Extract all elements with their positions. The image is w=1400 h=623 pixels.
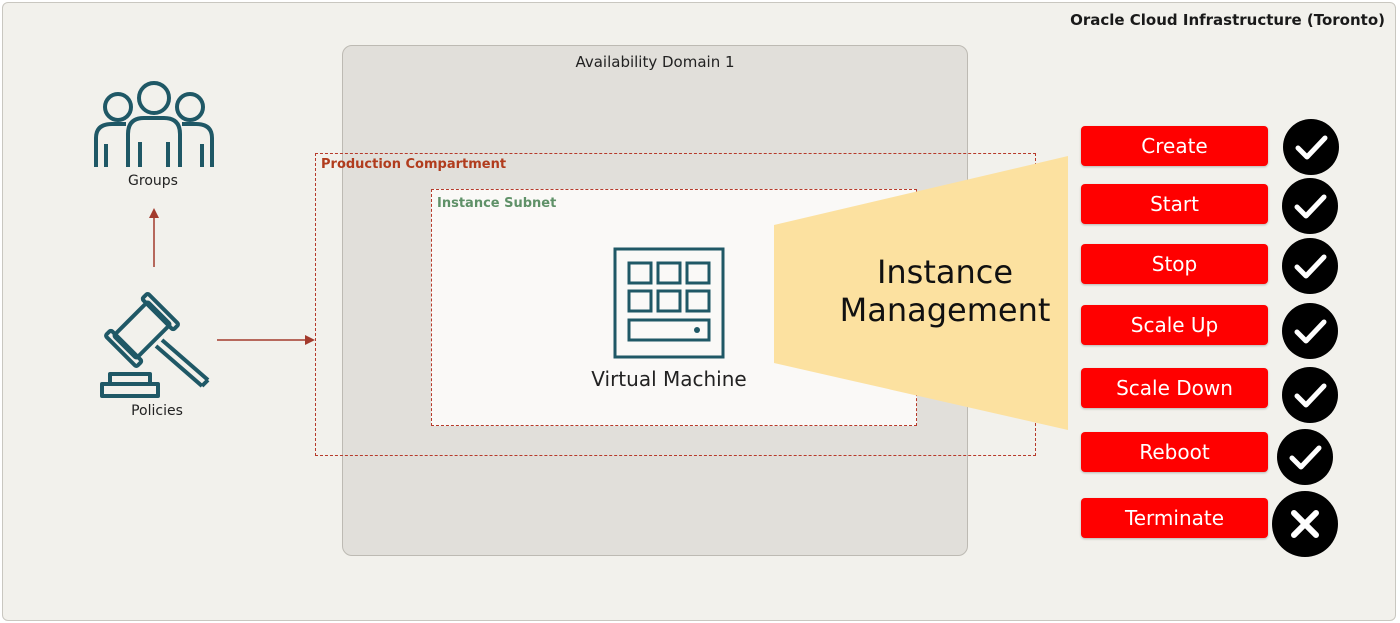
stop-status-check-icon <box>1282 238 1338 294</box>
region-title: Oracle Cloud Infrastructure (Toronto) <box>1070 11 1385 29</box>
stop-button[interactable]: Stop <box>1081 244 1268 284</box>
terminate-button[interactable]: Terminate <box>1081 498 1268 538</box>
create-button[interactable]: Create <box>1081 126 1268 166</box>
instance-management-label: Instance Management <box>830 253 1060 329</box>
scale-up-button[interactable]: Scale Up <box>1081 305 1268 345</box>
scale-down-button[interactable]: Scale Down <box>1081 368 1268 408</box>
create-status-check-icon <box>1283 119 1339 175</box>
subnet-title: Instance Subnet <box>437 196 557 211</box>
gavel-icon <box>100 292 210 398</box>
reboot-status-check-icon <box>1277 429 1333 485</box>
compartment-title: Production Compartment <box>321 157 507 172</box>
start-button[interactable]: Start <box>1081 184 1268 224</box>
virtual-machine-label: Virtual Machine <box>591 367 747 391</box>
reboot-button[interactable]: Reboot <box>1081 432 1268 472</box>
policies-label: Policies <box>131 403 183 419</box>
scale-up-status-check-icon <box>1282 303 1338 359</box>
policies-to-compartment-arrowhead <box>305 335 315 345</box>
start-status-check-icon <box>1282 178 1338 234</box>
terminate-status-x-icon <box>1272 491 1338 557</box>
scale-down-status-check-icon <box>1282 367 1338 423</box>
instance-management-line2: Management <box>839 291 1051 329</box>
users-group-icon <box>94 81 214 167</box>
groups-label: Groups <box>128 173 178 189</box>
policies-to-groups-arrowhead <box>149 208 159 218</box>
availability-domain-title: Availability Domain 1 <box>575 53 735 71</box>
instance-management-funnel <box>774 156 1068 430</box>
virtual-machine-icon <box>613 247 725 359</box>
instance-management-line1: Instance <box>876 253 1014 291</box>
